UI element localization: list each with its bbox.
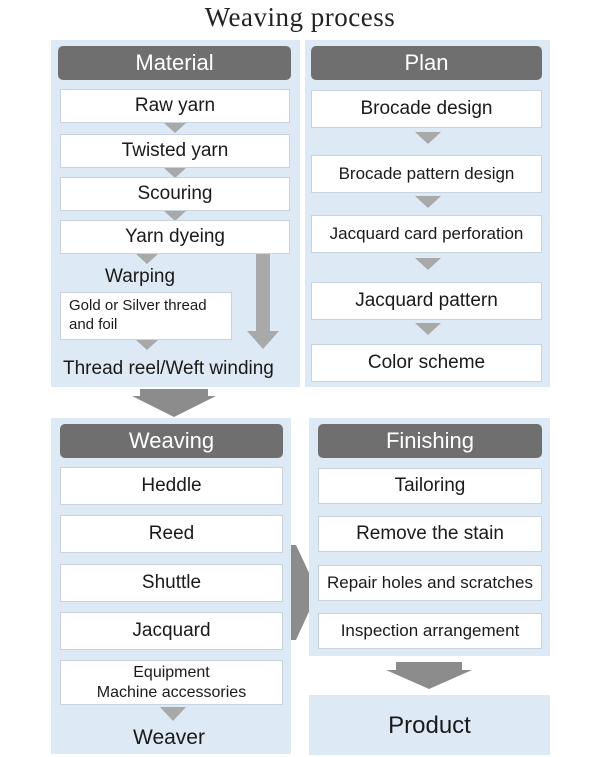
equipment-label: Equipment [133, 664, 210, 682]
weaving-item-shuttle: Shuttle [60, 564, 283, 602]
weaving-item-heddle: Heddle [60, 467, 283, 505]
weaving-item-equipment: Equipment Machine accessories [60, 660, 283, 705]
gold-silver-thread-box: Gold or Silver thread and foil [60, 292, 232, 340]
material-step-twisted-yarn: Twisted yarn [60, 134, 290, 168]
plan-header: Plan [311, 46, 542, 80]
weaving-item-reed: Reed [60, 515, 283, 553]
warping-label: Warping [105, 266, 176, 287]
down-arrow-icon [164, 123, 186, 133]
material-header: Material [58, 46, 291, 80]
down-arrow-icon [160, 707, 186, 721]
down-arrow-icon [415, 132, 441, 144]
page-title: Weaving process [204, 2, 396, 32]
plan-step-brocade-pattern-design: Brocade pattern design [311, 155, 542, 193]
plan-step-color-scheme: Color scheme [311, 344, 542, 382]
down-arrow-icon [415, 258, 441, 270]
product-panel [309, 695, 550, 755]
down-arrow-icon [164, 211, 186, 221]
weaver-label: Weaver [133, 726, 205, 749]
weaving-header: Weaving [60, 424, 283, 458]
finishing-step-remove-stain: Remove the stain [318, 516, 542, 552]
machine-accessories-label: Machine accessories [96, 683, 247, 701]
down-arrow-icon [415, 196, 441, 208]
long-down-arrow-icon [247, 331, 279, 349]
material-step-scouring: Scouring [60, 177, 290, 211]
material-step-yarn-dyeing: Yarn dyeing [60, 220, 290, 254]
plan-step-jacquard-card-perforation: Jacquard card perforation [311, 215, 542, 253]
finishing-step-inspection: Inspection arrangement [318, 613, 542, 649]
down-arrow-icon [415, 323, 441, 335]
thread-reel-label: Thread reel/Weft winding [63, 358, 274, 379]
down-arrow-icon [136, 254, 158, 264]
weaving-item-jacquard: Jacquard [60, 612, 283, 650]
plan-step-jacquard-pattern: Jacquard pattern [311, 282, 542, 320]
product-label: Product [388, 712, 471, 739]
down-arrow-icon [136, 340, 158, 350]
finishing-step-repair-holes: Repair holes and scratches [318, 565, 542, 601]
long-arrow-stem [256, 254, 270, 332]
material-step-raw-yarn: Raw yarn [60, 89, 290, 123]
finishing-step-tailoring: Tailoring [318, 468, 542, 504]
plan-step-brocade-design: Brocade design [311, 90, 542, 128]
finishing-header: Finishing [318, 424, 542, 458]
down-arrow-icon [164, 168, 186, 178]
